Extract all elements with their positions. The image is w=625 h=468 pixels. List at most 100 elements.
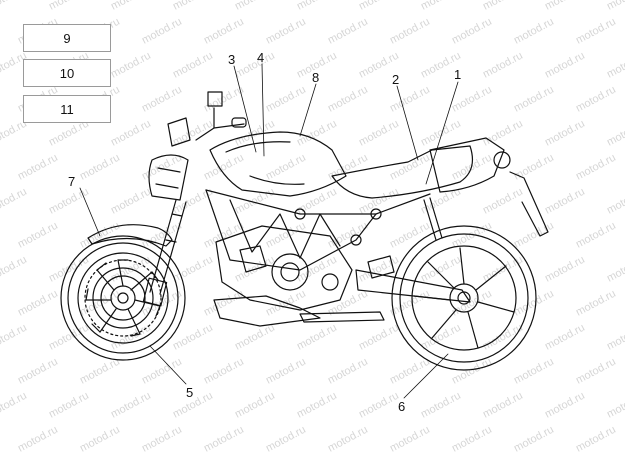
- callout-2: 2: [392, 72, 400, 87]
- watermark-text: motod.ru: [481, 186, 525, 217]
- callout-6: 6: [398, 399, 406, 414]
- watermark-text: motod.ru: [543, 186, 587, 217]
- watermark-text: motod.ru: [202, 220, 246, 251]
- callout-4: 4: [257, 50, 265, 65]
- watermark-text: motod.ru: [264, 16, 308, 47]
- watermark-text: motod.ru: [264, 152, 308, 183]
- headlight: [148, 117, 191, 201]
- watermark-text: motod.ru: [295, 322, 339, 353]
- watermark-text: motod.ru: [16, 424, 60, 455]
- watermark-text: motod.ru: [450, 356, 494, 387]
- watermark-text: motod.ru: [388, 424, 432, 455]
- part-box-11: 11: [23, 95, 111, 123]
- watermark-text: motod.ru: [388, 152, 432, 183]
- watermark-text: motod.ru: [202, 424, 246, 455]
- watermark-text: motod.ru: [202, 288, 246, 319]
- tail-light: [493, 151, 511, 169]
- watermark-text: motod.ru: [233, 50, 277, 81]
- callout-1: 1: [454, 67, 462, 82]
- watermark-text: motod.ru: [574, 356, 618, 387]
- watermark-text: motod.ru: [16, 356, 60, 387]
- watermark-text: motod.ru: [140, 16, 184, 47]
- watermark-text: motod.ru: [419, 322, 463, 353]
- watermark-text: motod.ru: [512, 84, 556, 115]
- watermark-text: motod.ru: [171, 50, 215, 81]
- swingarm: [355, 269, 471, 303]
- tail-section: [429, 137, 505, 193]
- watermark-text: motod.ru: [481, 118, 525, 149]
- watermark-text: motod.ru: [450, 424, 494, 455]
- part-box-9: 9: [23, 24, 111, 52]
- watermark-text: motod.ru: [0, 186, 29, 217]
- watermark-text: motod.ru: [605, 50, 625, 81]
- watermark-text: motod.ru: [109, 186, 153, 217]
- watermark-text: motod.ru: [512, 424, 556, 455]
- watermark-text: motod.ru: [388, 16, 432, 47]
- watermark-text: motod.ru: [450, 288, 494, 319]
- watermark-text: motod.ru: [78, 424, 122, 455]
- front-wheel: [60, 235, 186, 361]
- front-brake-disc: [92, 267, 154, 329]
- watermark-text: motod.ru: [357, 390, 401, 421]
- watermark-text: motod.ru: [574, 152, 618, 183]
- part-box-label: 11: [60, 101, 74, 117]
- watermark-text: motod.ru: [295, 118, 339, 149]
- watermark-text: motod.ru: [574, 288, 618, 319]
- front-fender: [87, 224, 173, 247]
- watermark-text: motod.ru: [264, 220, 308, 251]
- watermark-text: motod.ru: [140, 84, 184, 115]
- watermark-text: motod.ru: [171, 0, 215, 13]
- watermark-text: motod.ru: [481, 0, 525, 13]
- watermark-text: motod.ru: [264, 424, 308, 455]
- watermark-text: motod.ru: [202, 356, 246, 387]
- watermark-text: motod.ru: [388, 84, 432, 115]
- watermark-text: motod.ru: [202, 152, 246, 183]
- watermark-text: motod.ru: [388, 288, 432, 319]
- watermark-text: motod.ru: [357, 186, 401, 217]
- watermark-text: motod.ru: [357, 118, 401, 149]
- watermark-text: motod.ru: [419, 254, 463, 285]
- exhaust: [299, 311, 385, 323]
- watermark-text: motod.ru: [140, 424, 184, 455]
- leader-lines: [79, 63, 459, 399]
- watermark-text: motod.ru: [295, 390, 339, 421]
- watermark-text: motod.ru: [326, 220, 370, 251]
- engine: [215, 225, 353, 311]
- watermark-text: motod.ru: [326, 84, 370, 115]
- watermark-text: motod.ru: [543, 322, 587, 353]
- watermark-text: motod.ru: [16, 152, 60, 183]
- watermark-text: motod.ru: [0, 254, 29, 285]
- watermark-text: motod.ru: [109, 50, 153, 81]
- watermark-text: motod.ru: [543, 254, 587, 285]
- license-bracket: [509, 171, 549, 237]
- front-fork: [142, 199, 187, 307]
- watermark-text: motod.ru: [202, 16, 246, 47]
- watermark-text: motod.ru: [605, 118, 625, 149]
- footpeg: [367, 255, 395, 279]
- watermark-text: motod.ru: [109, 390, 153, 421]
- watermark-text: motod.ru: [450, 84, 494, 115]
- watermark-text: motod.ru: [605, 390, 625, 421]
- watermark-text: motod.ru: [47, 186, 91, 217]
- part-box-label: 9: [63, 30, 71, 46]
- watermark-text: motod.ru: [140, 220, 184, 251]
- watermark-text: motod.ru: [264, 356, 308, 387]
- watermark-text: motod.ru: [574, 220, 618, 251]
- watermark-text: motod.ru: [233, 322, 277, 353]
- watermark-text: motod.ru: [233, 390, 277, 421]
- watermark-text: motod.ru: [109, 0, 153, 13]
- watermark-text: motod.ru: [605, 254, 625, 285]
- belly-pan: [213, 295, 321, 327]
- watermark-text: motod.ru: [0, 322, 29, 353]
- callout-3: 3: [228, 52, 236, 67]
- part-box-10: 10: [23, 59, 111, 87]
- watermark-text: motod.ru: [326, 152, 370, 183]
- watermark-text: motod.ru: [264, 84, 308, 115]
- watermark-text: motod.ru: [481, 50, 525, 81]
- watermark-text: motod.ru: [481, 390, 525, 421]
- watermark-text: motod.ru: [605, 0, 625, 13]
- watermark-text: motod.ru: [357, 0, 401, 13]
- watermark-text: motod.ru: [295, 0, 339, 13]
- watermark-text: motod.ru: [512, 16, 556, 47]
- handlebar: [195, 91, 247, 141]
